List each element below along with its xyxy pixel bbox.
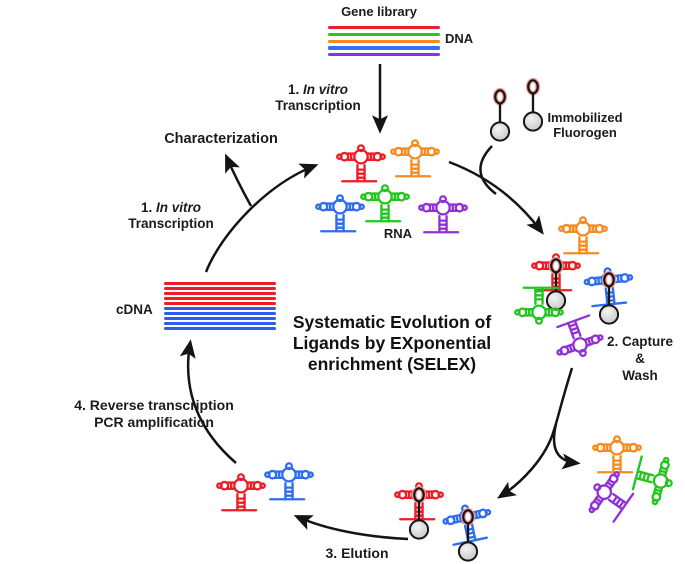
rna-aptamer-blue-icon [315, 194, 365, 233]
rna-aptamer-orange-icon [390, 139, 440, 178]
rna-aptamer-blue-icon [264, 462, 314, 501]
characterization-label: Characterization [164, 131, 278, 147]
immobilized-fluorogen-bead-icon [487, 88, 513, 142]
rna-aptamer-red-icon [216, 473, 266, 512]
strand-line [164, 286, 276, 290]
strand-line [328, 53, 440, 57]
arrow-wash-discard [552, 423, 581, 470]
cdna-label: cDNA [116, 302, 153, 317]
strand-line [164, 296, 276, 300]
arrow-fluorogen-join [479, 145, 497, 195]
strand-line [328, 32, 440, 36]
strand-line [164, 282, 276, 285]
rna-aptamer-green-icon [514, 286, 564, 325]
strand-line [164, 326, 276, 330]
gene-library-label: Gene library [341, 4, 417, 19]
step3-elution-label: 3. Elution [325, 545, 389, 561]
rna-label: RNA [383, 226, 413, 241]
bound-bead-probe-icon [596, 271, 622, 325]
strand-line [328, 39, 440, 43]
cdna-strands [164, 282, 276, 332]
strand-line [164, 311, 276, 315]
bound-bead-probe-icon [455, 508, 481, 562]
bound-bead-probe-icon [406, 486, 432, 540]
strand-line [164, 316, 276, 320]
arrow-capture-to-elution [497, 367, 574, 499]
diagram-title: Systematic Evolution of Ligands by EXpon… [292, 312, 492, 374]
step4-reverse-transcription-label: 4. Reverse transcription PCR amplificati… [74, 397, 234, 430]
strand-line [164, 301, 276, 305]
strand-line [164, 306, 276, 310]
strand-line [328, 46, 440, 50]
dna-label: DNA [445, 31, 474, 46]
step1-top-label: 1. In vitro Transcription [275, 82, 361, 113]
immobilized-fluorogen-label: Immobilized Fluorogen [547, 110, 623, 141]
strand-line [164, 321, 276, 325]
step2-capture-wash-label: 2. Capture & Wash [606, 334, 674, 383]
dna-strands [328, 26, 440, 60]
arrow-to-characterization [225, 153, 253, 207]
strand-line [328, 26, 440, 30]
step1-left-label: 1. In vitro Transcription [128, 200, 214, 231]
rna-aptamer-red-icon [336, 144, 386, 183]
strand-line [164, 291, 276, 295]
arrow-elution-to-eluted [293, 515, 409, 541]
rna-aptamer-green-icon [360, 184, 410, 223]
